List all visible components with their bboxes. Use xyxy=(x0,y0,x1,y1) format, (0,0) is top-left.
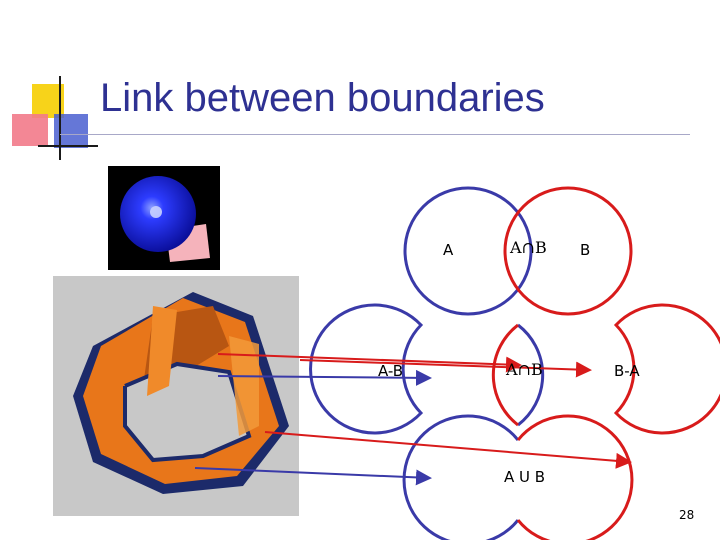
venn-mid-intersection-right xyxy=(491,323,519,427)
venn-top-set-b xyxy=(503,186,633,316)
logo-yellow-square xyxy=(32,84,64,118)
logo-pink-square xyxy=(12,114,48,146)
inner-dark-edge xyxy=(123,361,252,463)
venn-bottom-union-a xyxy=(402,414,520,540)
page-number: 28 xyxy=(679,508,695,522)
label-a-minus-b: A-B xyxy=(378,362,404,380)
orange-fold-right xyxy=(229,336,259,436)
arrow-blue-to-a-minus-b xyxy=(217,369,432,386)
boundary-render-image xyxy=(53,276,299,516)
label-b-minus-a: B-A xyxy=(614,362,640,380)
arrow-red-to-union xyxy=(264,431,632,469)
label-intersection-top: A∩B xyxy=(510,238,547,257)
venn-mid-a-minus-b xyxy=(309,303,424,435)
venn-bottom-union-b xyxy=(516,414,634,540)
orange-fold xyxy=(147,306,177,396)
label-intersection-mid: A∩B xyxy=(506,360,543,379)
label-set-b: B xyxy=(580,241,591,259)
slide-title: Link between boundaries xyxy=(100,76,545,120)
sphere-highlight xyxy=(150,206,162,218)
arrow-red-to-b-minus-a xyxy=(299,359,592,378)
arrow-blue-to-union xyxy=(194,467,432,486)
venn-mid-b-minus-a xyxy=(613,303,720,435)
sphere-render-image xyxy=(108,166,220,270)
label-union: A U B xyxy=(504,468,546,486)
label-set-a: A xyxy=(443,241,454,259)
slide-logo xyxy=(12,76,98,160)
venn-mid-intersection-left xyxy=(517,323,545,427)
arrow-red-to-intersection xyxy=(217,353,522,373)
venn-top-set-a xyxy=(403,186,533,316)
title-rule xyxy=(60,134,690,135)
